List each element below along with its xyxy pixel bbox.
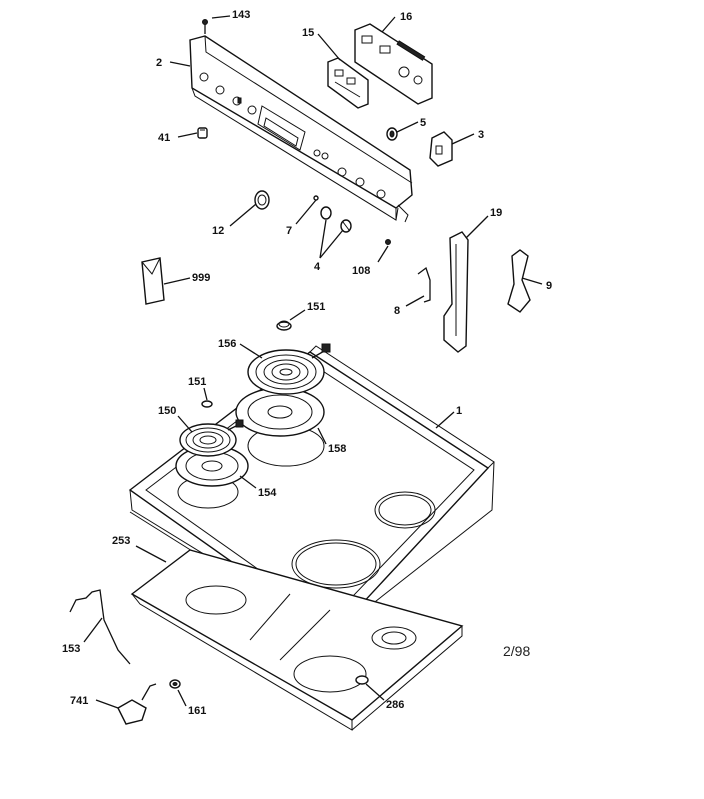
label-253: 253 [112, 535, 130, 547]
label-1: 1 [456, 405, 462, 417]
ring-151-lower [201, 400, 213, 408]
label-151-upper: 151 [307, 301, 325, 313]
date-code: 2/98 [503, 643, 530, 659]
label-153: 153 [62, 643, 80, 655]
label-7: 7 [286, 225, 292, 237]
label-158: 158 [328, 443, 346, 455]
label-286: 286 [386, 699, 404, 711]
label-41: 41 [158, 132, 170, 144]
terminal-block-741 [117, 683, 157, 725]
knob-41 [197, 127, 208, 139]
label-151-lower: 151 [188, 376, 206, 388]
label-156: 156 [218, 338, 236, 350]
label-3: 3 [478, 129, 484, 141]
ring-151-upper [276, 320, 292, 331]
label-999: 999 [192, 272, 210, 284]
label-161: 161 [188, 705, 206, 717]
lens-12 [254, 190, 270, 210]
clock-board-16 [354, 23, 433, 105]
label-150: 150 [158, 405, 176, 417]
part-number-labels: 143 16 2 15 41 5 3 12 7 4 108 19 999 8 9… [62, 9, 552, 717]
clip-8 [417, 266, 431, 303]
label-16: 16 [400, 11, 412, 23]
label-143: 143 [232, 9, 250, 21]
surface-element-150 [179, 419, 244, 457]
surface-element-156 [247, 343, 331, 395]
bottom-tray-253 [130, 549, 464, 731]
control-panel-backsplash [189, 35, 413, 223]
label-15: 15 [302, 27, 314, 39]
grommet-161 [169, 679, 181, 689]
label-4: 4 [314, 261, 321, 273]
label-12: 12 [212, 225, 224, 237]
label-5: 5 [420, 117, 426, 129]
screw-108 [385, 239, 391, 245]
screw-143 [202, 19, 208, 34]
switch-3 [429, 131, 453, 167]
burner-pan-158 [235, 387, 325, 437]
label-154: 154 [258, 487, 277, 499]
label-108: 108 [352, 265, 370, 277]
wire-153 [69, 589, 131, 665]
grommet-286 [355, 675, 369, 685]
label-2: 2 [156, 57, 162, 69]
leader-lines [83, 15, 543, 709]
knob-5 [386, 127, 398, 141]
bracket-19 [443, 231, 469, 353]
knobs-4 [320, 206, 352, 233]
booklet-999 [141, 257, 165, 305]
bracket-9 [507, 249, 531, 313]
label-8: 8 [394, 305, 400, 317]
screw-7 [313, 195, 319, 201]
label-9: 9 [546, 280, 552, 292]
label-741: 741 [70, 695, 88, 707]
label-19: 19 [490, 207, 502, 219]
